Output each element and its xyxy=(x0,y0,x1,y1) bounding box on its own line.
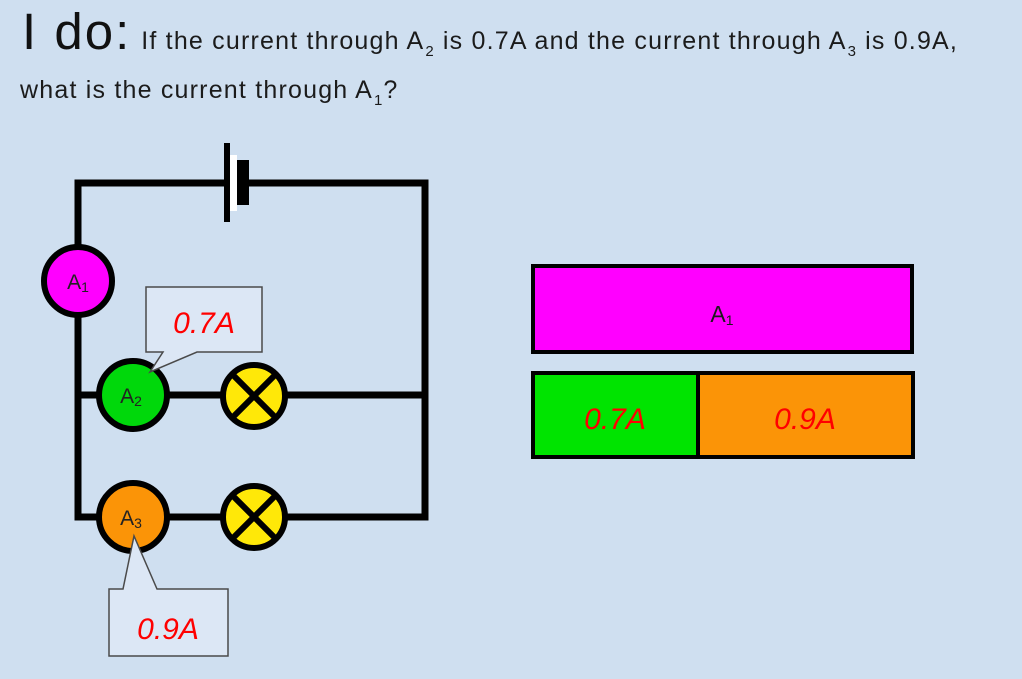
ammeter-a2-label: A2 xyxy=(120,385,142,409)
bar-a3-segment xyxy=(696,371,915,459)
title-line1: I do: If the current through A2 is 0.7A a… xyxy=(22,3,959,60)
bar-a2-value: 0.7A xyxy=(584,403,646,436)
callout-a2-reading: 0.7A xyxy=(145,286,263,374)
battery-short-terminal xyxy=(237,160,249,205)
subscript-2: 2 xyxy=(425,43,434,60)
ammeter-a1-circle xyxy=(41,244,115,318)
title-lead: I do: xyxy=(22,3,132,60)
wire-left xyxy=(74,179,229,521)
callout-bubble xyxy=(145,286,263,374)
ammeter-a2-circle xyxy=(96,358,170,432)
bar-a3-value: 0.9A xyxy=(774,403,836,436)
subscript-1: 1 xyxy=(374,92,383,109)
bar-model: A1 0.7A 0.9A xyxy=(531,264,915,459)
battery-long-terminal xyxy=(224,143,230,222)
bar-a1 xyxy=(531,264,914,354)
battery-icon xyxy=(224,143,249,222)
battery-gap xyxy=(230,155,237,211)
question-line2: what is the current through A1? xyxy=(20,76,399,109)
callout-a2-value: 0.7A xyxy=(173,307,235,340)
lamp-icon xyxy=(220,362,288,430)
callout-a3-reading: 0.9A xyxy=(108,533,229,657)
question-line1: If the current through A2 is 0.7A and th… xyxy=(141,27,959,60)
wire-right xyxy=(243,179,429,521)
callout-bubble xyxy=(108,533,229,657)
lamp-icon xyxy=(220,483,288,551)
bar-a1-label: A1 xyxy=(710,301,733,328)
ammeter-a1-label: A1 xyxy=(67,271,89,295)
circuit-diagram: A1 A2 A3 0.7A 0.9A xyxy=(41,143,429,657)
callout-a3-value: 0.9A xyxy=(137,613,199,646)
ammeter-a3-label: A3 xyxy=(120,507,142,531)
subscript-3: 3 xyxy=(847,43,856,60)
